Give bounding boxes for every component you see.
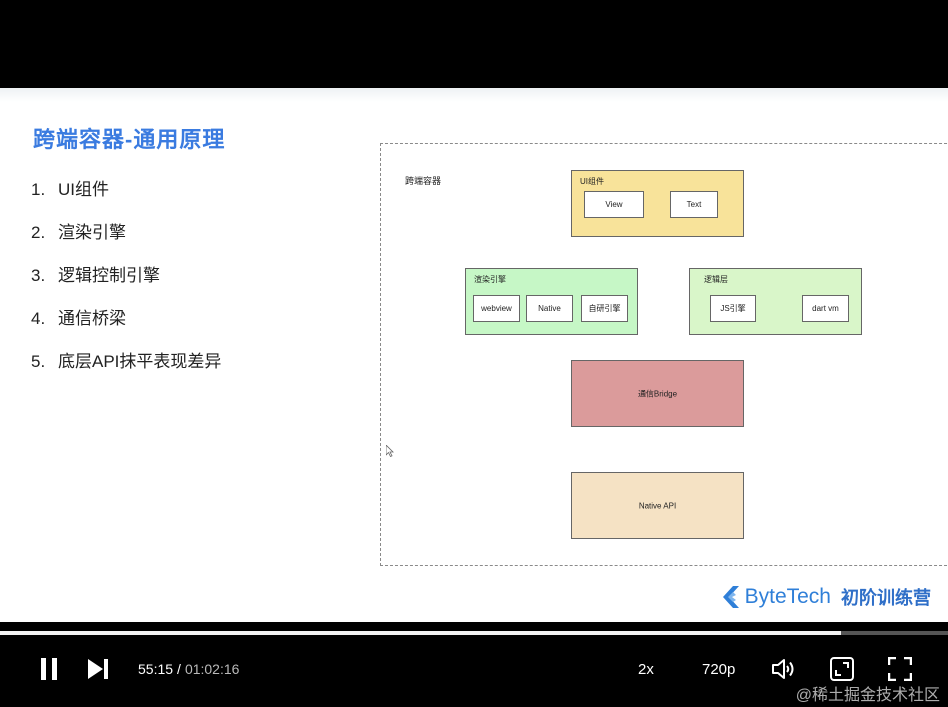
custom-engine-box: 自研引擎 [581,295,628,322]
brand: ByteTech 初阶训练营 [722,584,931,610]
playback-speed-button[interactable]: 2x [638,661,654,678]
logic-layer-box: 逻辑层 JS引擎 dart vm [689,268,862,335]
progress-fill [0,631,841,635]
bytetech-logo-icon [722,586,739,608]
next-icon[interactable] [87,658,109,680]
point-number: 4. [31,309,46,328]
native-api-label: Native API [638,501,677,510]
point-number: 1. [31,180,46,199]
point-number: 2. [31,223,46,242]
time-separator: / [177,661,181,677]
volume-icon[interactable] [772,658,797,680]
native-api-box: Native API [571,472,744,539]
bridge-box: 通信Bridge [571,360,744,427]
slide-title: 跨端容器-通用原理 [33,127,226,152]
brand-subtitle: 初阶训练营 [841,588,931,608]
list-item: 3. 逻辑控制引擎 [31,266,221,309]
player-controls: 55:15/01:02:16 2x 720p @稀土掘金技术社区 [0,635,948,707]
point-number: 5. [31,352,46,371]
video-area[interactable]: 跨端容器-通用原理 1. UI组件 2. 渲染引擎 3. 逻辑控制引擎 4. 通信桥梁 … [0,0,948,622]
js-engine-box: JS引擎 [710,295,756,322]
duration: 01:02:16 [184,661,240,677]
pause-icon[interactable] [40,658,58,680]
logic-layer-label: 逻辑层 [704,275,728,284]
render-engine-box: 渲染引擎 webview Native 自研引擎 [465,268,638,335]
quality-button[interactable]: 720p [702,661,736,678]
ui-component-label: UI组件 [580,177,604,186]
ui-component-box: UI组件 View Text [571,170,744,237]
view-box: View [584,191,644,218]
text-box: Text [670,191,718,218]
point-text: 底层API抹平表现差异 [58,352,222,371]
list-item: 2. 渲染引擎 [31,223,221,266]
point-list: 1. UI组件 2. 渲染引擎 3. 逻辑控制引擎 4. 通信桥梁 5. 底层API抹平表… [31,180,221,395]
point-text: UI组件 [58,180,109,199]
native-box: Native [526,295,573,322]
dart-vm-box: dart vm [802,295,849,322]
list-item: 4. 通信桥梁 [31,309,221,352]
slide: 跨端容器-通用原理 1. UI组件 2. 渲染引擎 3. 逻辑控制引擎 4. 通信桥梁 … [0,88,948,622]
fullscreen-icon[interactable] [888,657,912,681]
diagram-title: 跨端容器 [405,176,442,186]
mouse-cursor-icon [386,445,394,457]
point-text: 通信桥梁 [58,309,126,328]
point-text: 逻辑控制引擎 [58,266,160,285]
render-engine-label: 渲染引擎 [474,275,506,284]
brand-name: ByteTech [744,585,831,608]
watermark: @稀土掘金技术社区 [795,687,940,704]
webview-box: webview [473,295,520,322]
list-item: 5. 底层API抹平表现差异 [31,352,221,395]
picture-in-picture-icon[interactable] [830,657,854,681]
architecture-diagram: 跨端容器 UI组件 View Text 渲染引擎 webview Native … [380,143,948,566]
point-number: 3. [31,266,46,285]
current-time: 55:15 [138,661,174,677]
list-item: 1. UI组件 [31,180,221,223]
progress-bar[interactable] [0,631,948,635]
time-display: 55:15/01:02:16 [138,661,239,677]
bridge-label: 通信Bridge [637,389,678,398]
point-text: 渲染引擎 [58,223,126,242]
